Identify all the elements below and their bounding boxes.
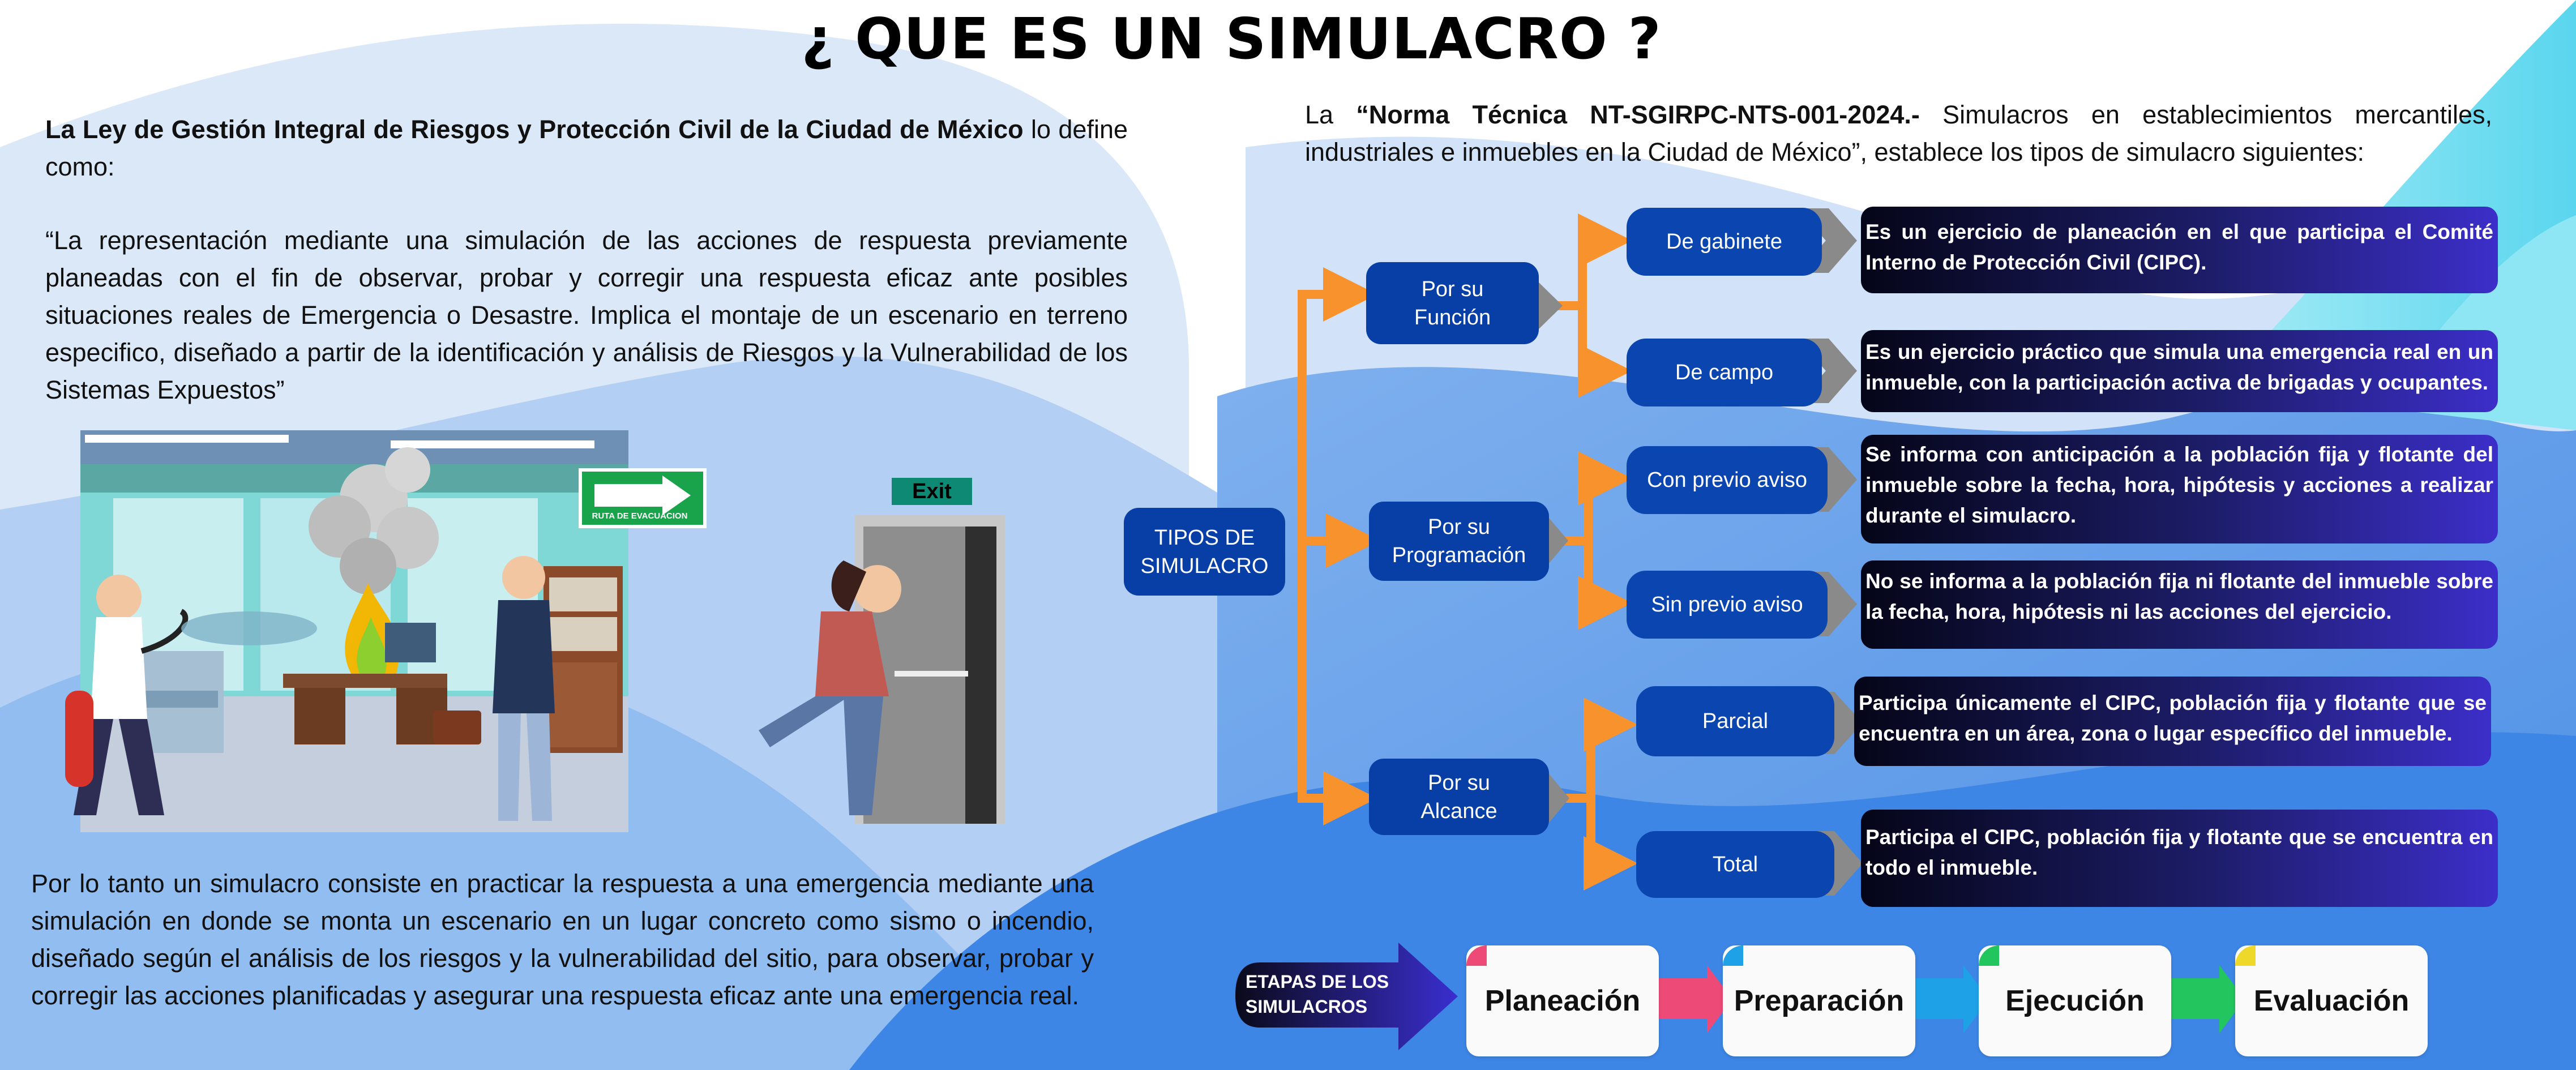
desc-de-campo: Es un ejercicio práctico que simula una … xyxy=(1861,330,2498,412)
stage-ejecucion: Ejecución xyxy=(1979,945,2171,1056)
desc-con-previo-aviso: Se informa con anticipación a la poblaci… xyxy=(1861,435,2498,543)
stage-arrow-2 xyxy=(1915,965,1989,1033)
stage-arrow-1 xyxy=(1659,965,1732,1033)
root-node: TIPOS DE SIMULACRO xyxy=(1124,508,1285,596)
group-node-programacion: Por su Programación xyxy=(1369,502,1549,581)
page-title: ¿ QUE ES UN SIMULACRO ? xyxy=(801,6,1662,72)
norma-name: “Norma Técnica NT-SGIRPC-NTS-001-2024.- xyxy=(1356,100,1920,129)
definition-quote: “La representación mediante una simulaci… xyxy=(45,226,1128,404)
law-name: La Ley de Gestión Integral de Riesgos y … xyxy=(45,115,1024,144)
person-running-icon xyxy=(854,565,901,613)
intro-rest: lo define como: xyxy=(45,115,1128,181)
stage-preparacion: Preparación xyxy=(1723,945,1915,1056)
type-con-previo-aviso: Con previo aviso xyxy=(1627,446,1828,514)
type-sin-previo-aviso: Sin previo aviso xyxy=(1627,571,1828,639)
group-node-funcion: Por su Función xyxy=(1366,262,1539,344)
norma-prefix: La xyxy=(1305,100,1357,129)
type-parcial: Parcial xyxy=(1636,686,1834,756)
route-sign-label: RUTA DE EVACUACION xyxy=(592,511,688,521)
desc-parcial: Participa únicamente el CIPC, población … xyxy=(1854,677,2491,766)
norma-paragraph: La “Norma Técnica NT-SGIRPC-NTS-001-2024… xyxy=(1305,96,2492,171)
desc-sin-previo-aviso: No se informa a la población fija ni flo… xyxy=(1861,560,2498,649)
stage-planeacion: Planeación xyxy=(1466,945,1659,1056)
conclusion-paragraph: Por lo tanto un simulacro consiste en pr… xyxy=(31,869,1094,1010)
type-de-gabinete: De gabinete xyxy=(1627,208,1822,276)
type-de-campo: De campo xyxy=(1627,339,1822,406)
intro-paragraph: La Ley de Gestión Integral de Riesgos y … xyxy=(45,111,1128,186)
desc-de-gabinete: Es un ejercicio de planeación en el que … xyxy=(1861,207,2498,293)
group-node-alcance: Por su Alcance xyxy=(1369,759,1549,835)
stages-label-arrow xyxy=(1235,943,1458,1050)
type-total: Total xyxy=(1636,831,1834,898)
desc-total: Participa el CIPC, población fija y flot… xyxy=(1861,810,2498,907)
stage-evaluacion: Evaluación xyxy=(2235,945,2428,1056)
stage-arrow-3 xyxy=(2171,965,2245,1033)
stages-label: ETAPAS DE LOS SIMULACROS xyxy=(1246,971,1389,1017)
evacuation-illustration xyxy=(65,430,1005,832)
exit-sign: Exit xyxy=(892,478,972,505)
norma-rest: Simulacros en establecimientos mercantil… xyxy=(1305,100,2493,166)
person-thinking-icon xyxy=(502,556,545,599)
person-extinguisher-icon xyxy=(96,575,142,620)
